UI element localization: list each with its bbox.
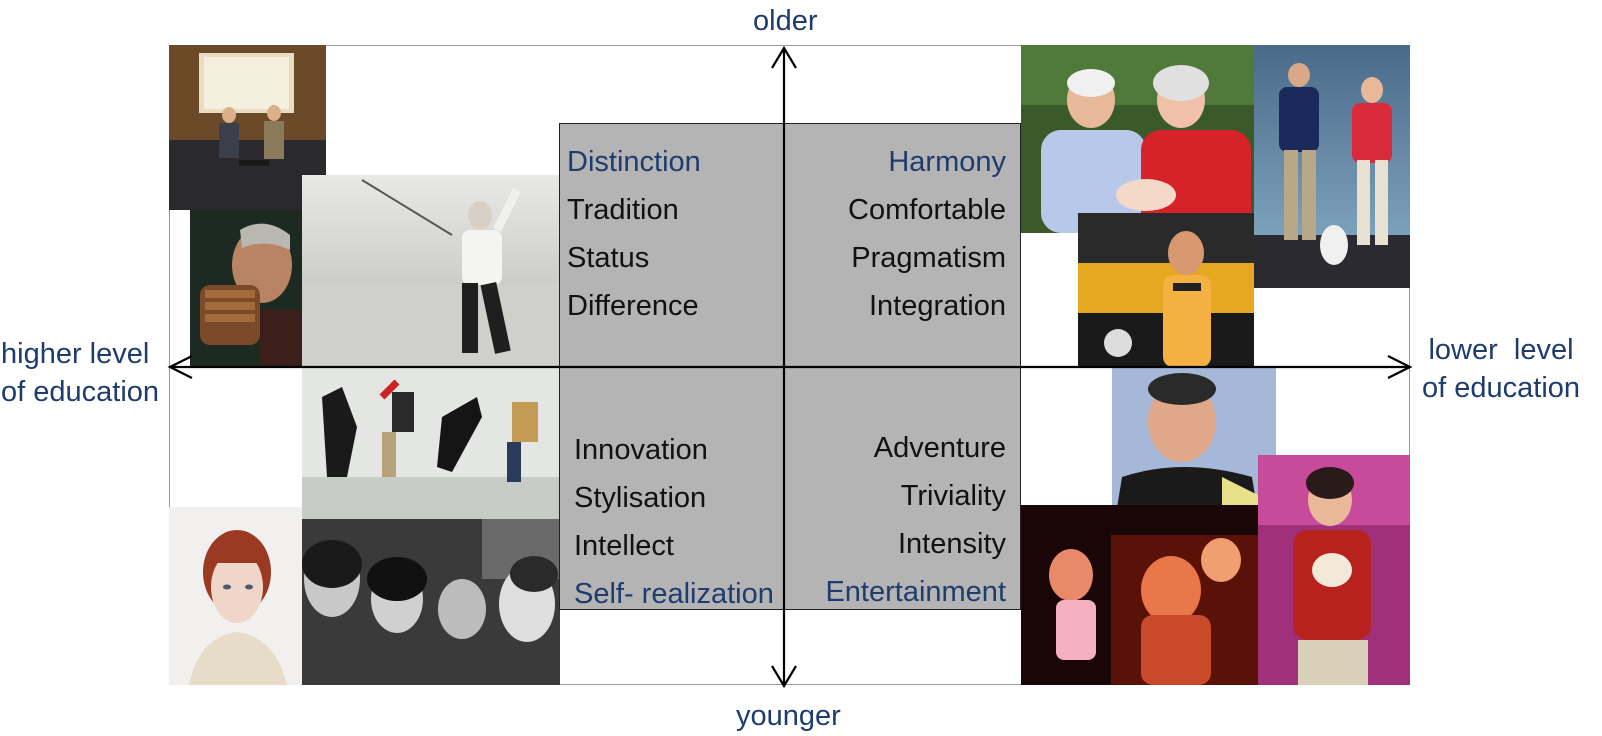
quadrant-heading: Distinction <box>567 146 701 178</box>
quadrant-item: Stylisation <box>574 482 707 514</box>
woman-red-tshirt-photo <box>1258 455 1410 685</box>
axis-label-right: lower level of education <box>1422 332 1580 407</box>
quadrant-item: Adventure <box>873 432 1006 464</box>
mechanic-truck-photo <box>1078 213 1254 367</box>
axis-label-top: older <box>753 5 818 37</box>
quadrant-item: Difference <box>567 290 699 322</box>
elderly-couple-baby-photo <box>1021 45 1254 233</box>
cigar-smoker-photo <box>190 210 302 367</box>
axis-label-right-line1: lower level <box>1428 334 1574 366</box>
quadrant-top-left: Distinction Tradition Status Difference <box>567 138 701 330</box>
group-portrait-photo <box>302 519 560 685</box>
quadrant-bottom-left: Innovation Stylisation Intellect Self- r… <box>574 426 774 618</box>
quadrant-top-right: Harmony Comfortable Pragmatism Integrati… <box>848 138 1006 330</box>
quadrant-heading: Harmony <box>888 146 1006 178</box>
axis-label-right-line2: of education <box>1422 371 1581 404</box>
quadrant-item: Comfortable <box>848 194 1006 226</box>
quadrant-item: Pragmatism <box>851 242 1006 274</box>
party-dancers-photo <box>1021 505 1258 685</box>
red-haired-woman-photo <box>169 507 302 685</box>
quadrant-item: Integration <box>868 290 1006 322</box>
quadrant-item: Intensity <box>898 528 1006 560</box>
couple-walking-dog-photo <box>1254 45 1410 288</box>
jumping-dancers-photo <box>302 367 560 519</box>
two-men-sitting-photo <box>169 45 326 210</box>
axis-label-bottom: younger <box>736 700 841 732</box>
quadrant-item: Tradition <box>567 194 679 226</box>
quadrant-heading: Entertainment <box>825 576 1006 608</box>
axis-label-left: higher level of education <box>1 336 159 411</box>
quadrant-bottom-right: Adventure Triviality Intensity Entertain… <box>825 424 1006 616</box>
quadrant-item: Innovation <box>574 434 708 466</box>
quadrant-item: Triviality <box>900 480 1006 512</box>
quadrant-item: Intellect <box>574 530 674 562</box>
axis-label-left-line2: of education <box>1 375 160 408</box>
axis-label-left-line1: higher level <box>1 338 150 370</box>
fencer-photo <box>302 175 560 367</box>
quadrant-item: Status <box>567 242 650 274</box>
quadrant-heading: Self- realization <box>574 578 774 610</box>
